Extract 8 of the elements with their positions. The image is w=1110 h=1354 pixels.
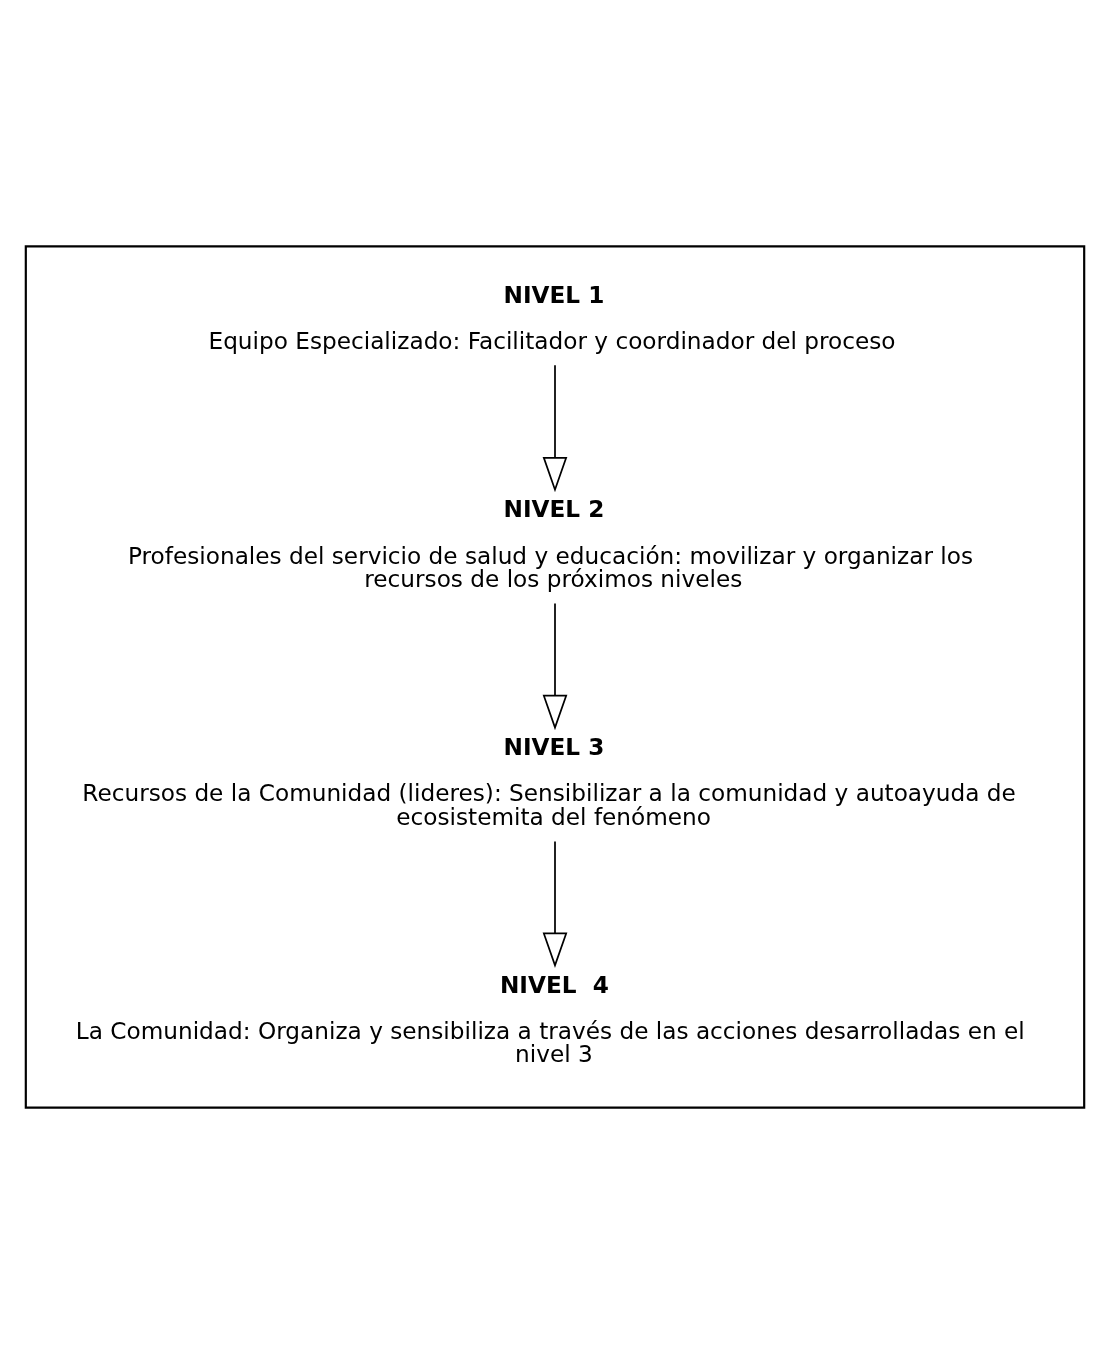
node-text: NIVEL 2 Profesionales del servicio de salud y educación: movilizar y organizar los recursos de los próximos niveles [128, 495, 974, 592]
node-text: NIVEL 3 Recursos de la Comunidad (lideres): Sensibilizar a la comunidad y autoayuda de ecosistemita del fenómeno [82, 733, 1016, 830]
arrow [542, 364, 568, 493]
node-text: NIVEL 4 La Comunidad: Organiza y sensibiliza a través de las acciones desarrolladas en el nivel 3 [75, 970, 1025, 1068]
node-text: NIVEL 1 Equipo Especializado: Facilitador y coordinador del proceso [208, 280, 896, 355]
arrow [542, 840, 568, 968]
cluster [24, 245, 1086, 1109]
arrow [542, 602, 568, 731]
